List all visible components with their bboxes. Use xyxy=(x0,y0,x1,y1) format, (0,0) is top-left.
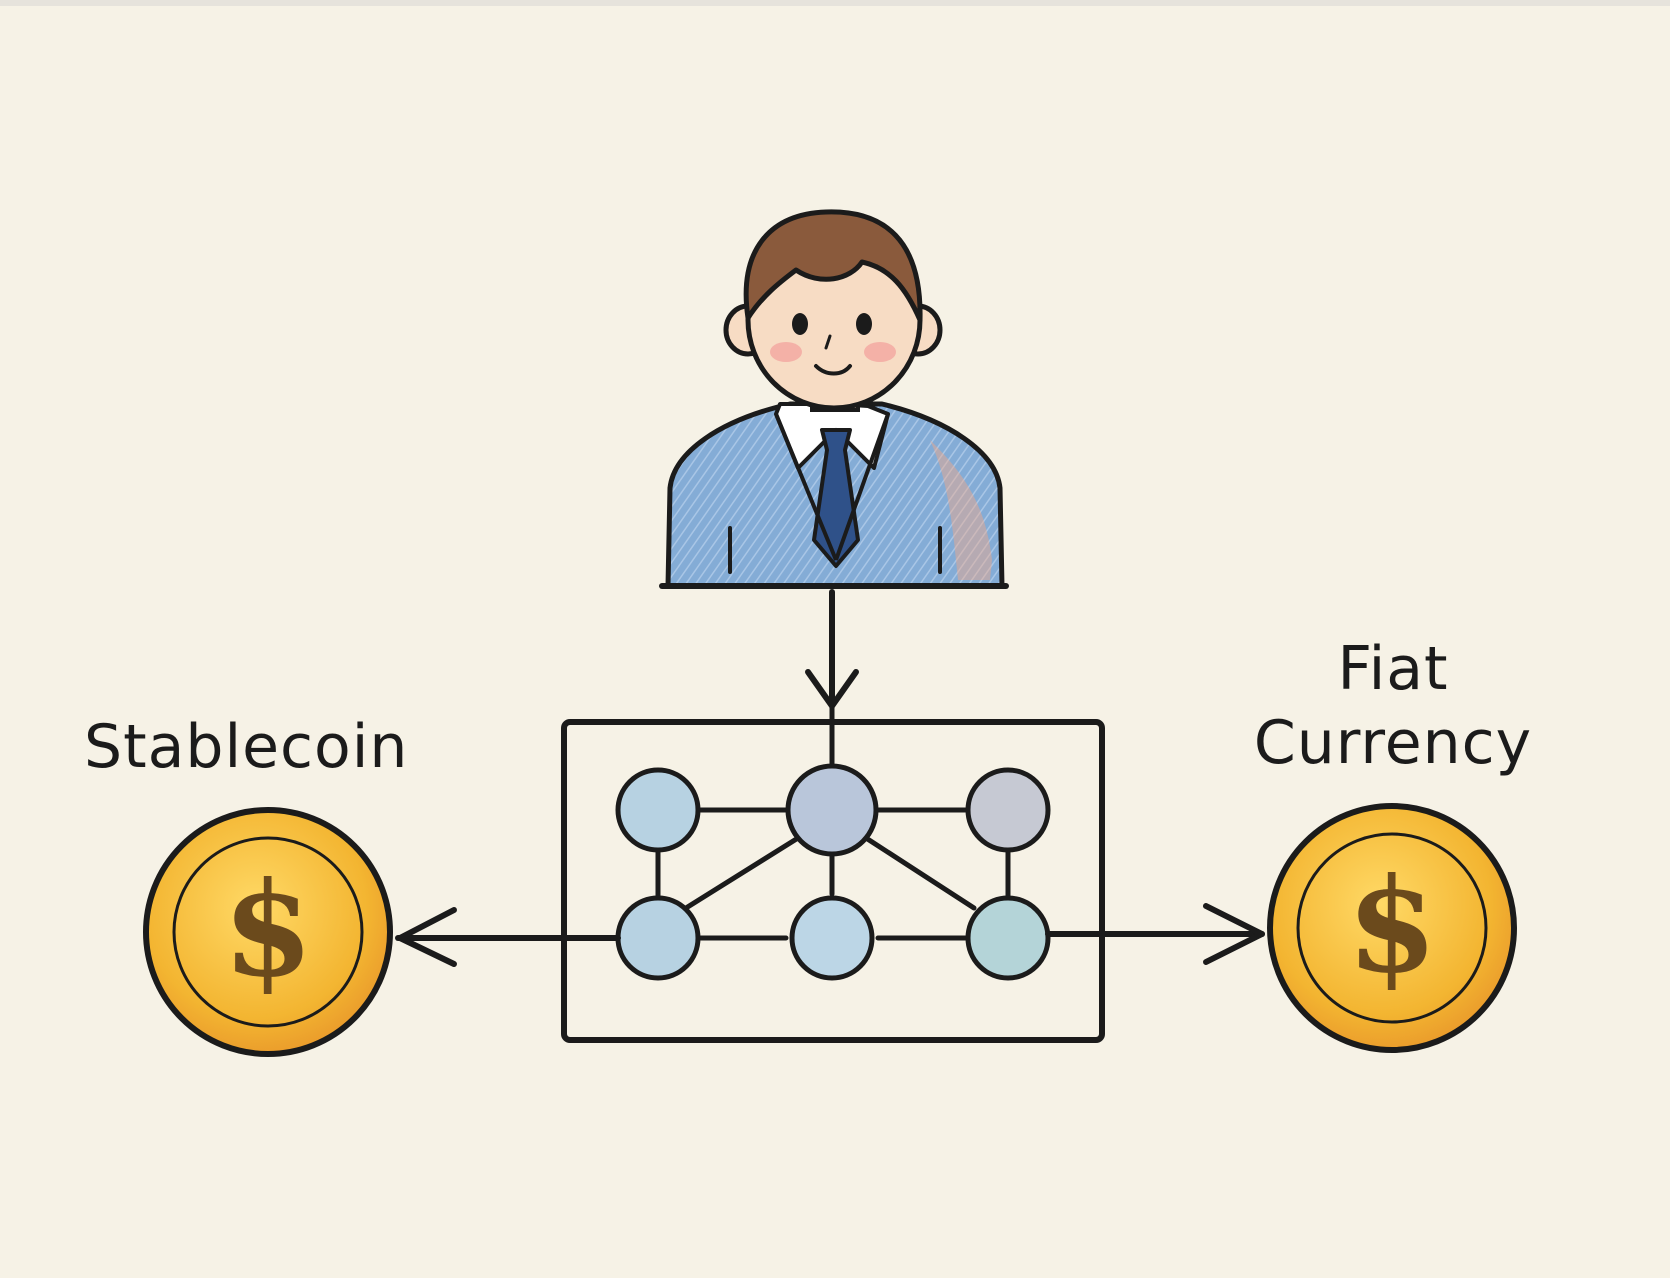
arrow-down xyxy=(805,589,859,709)
dollar-coin-icon: $ xyxy=(1267,803,1517,1053)
fiat-label-line1: Fiat xyxy=(1337,634,1449,704)
arrow-left xyxy=(395,907,621,967)
network-nodes-icon xyxy=(561,706,1105,1043)
svg-text:$: $ xyxy=(223,853,313,1006)
network-node xyxy=(615,895,701,981)
network-node xyxy=(785,763,879,857)
businessman-icon xyxy=(659,209,1009,589)
arrow-right xyxy=(1045,903,1265,965)
network-node xyxy=(965,895,1051,981)
network-node xyxy=(789,895,875,981)
svg-text:$: $ xyxy=(1347,849,1437,1002)
dollar-coin-icon: $ xyxy=(143,807,393,1057)
stablecoin-label: Stablecoin xyxy=(84,712,409,782)
hair xyxy=(743,209,923,323)
fiat-currency-label: Fiat Currency xyxy=(1228,632,1558,780)
network-node xyxy=(965,767,1051,853)
suit-highlight xyxy=(930,440,992,580)
network-node xyxy=(615,767,701,853)
fiat-label-line2: Currency xyxy=(1253,708,1533,778)
